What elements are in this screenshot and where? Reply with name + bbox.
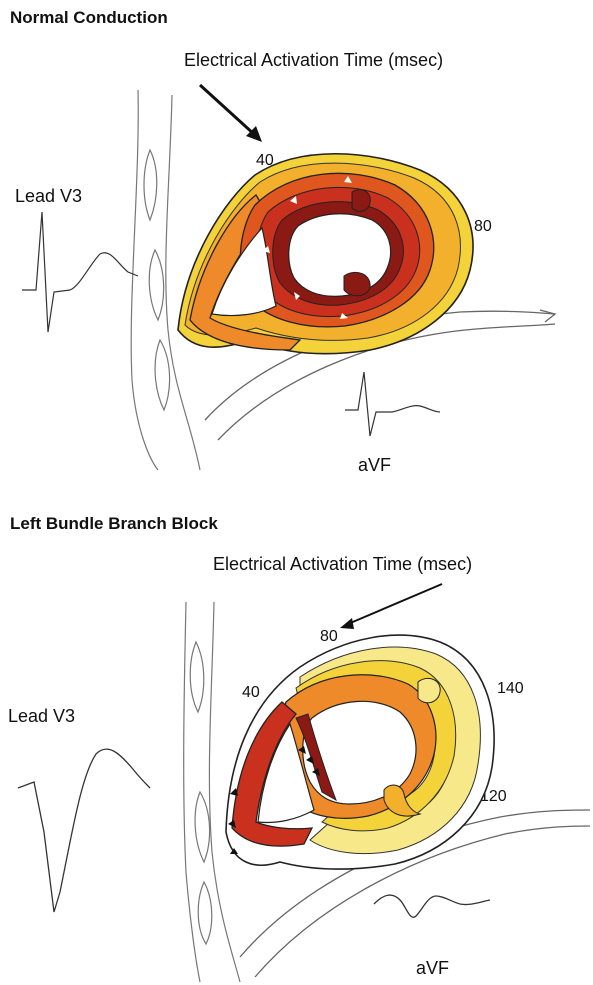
normal-conduction-panel: Normal Conduction Electrical Activation … [0, 0, 593, 492]
normal-conduction-diagram [0, 0, 593, 492]
lbbb-panel: Left Bundle Branch Block Electrical Acti… [0, 492, 593, 985]
pointer-arrow [340, 584, 442, 629]
lbbb-diagram [0, 492, 593, 985]
pointer-arrow [200, 85, 262, 142]
lead-v3-trace [22, 212, 138, 332]
avf-trace [345, 372, 440, 436]
heart-cross-section [226, 635, 494, 869]
avf-trace [374, 895, 490, 917]
lead-v3-trace [18, 749, 150, 912]
heart-cross-section [178, 154, 473, 354]
